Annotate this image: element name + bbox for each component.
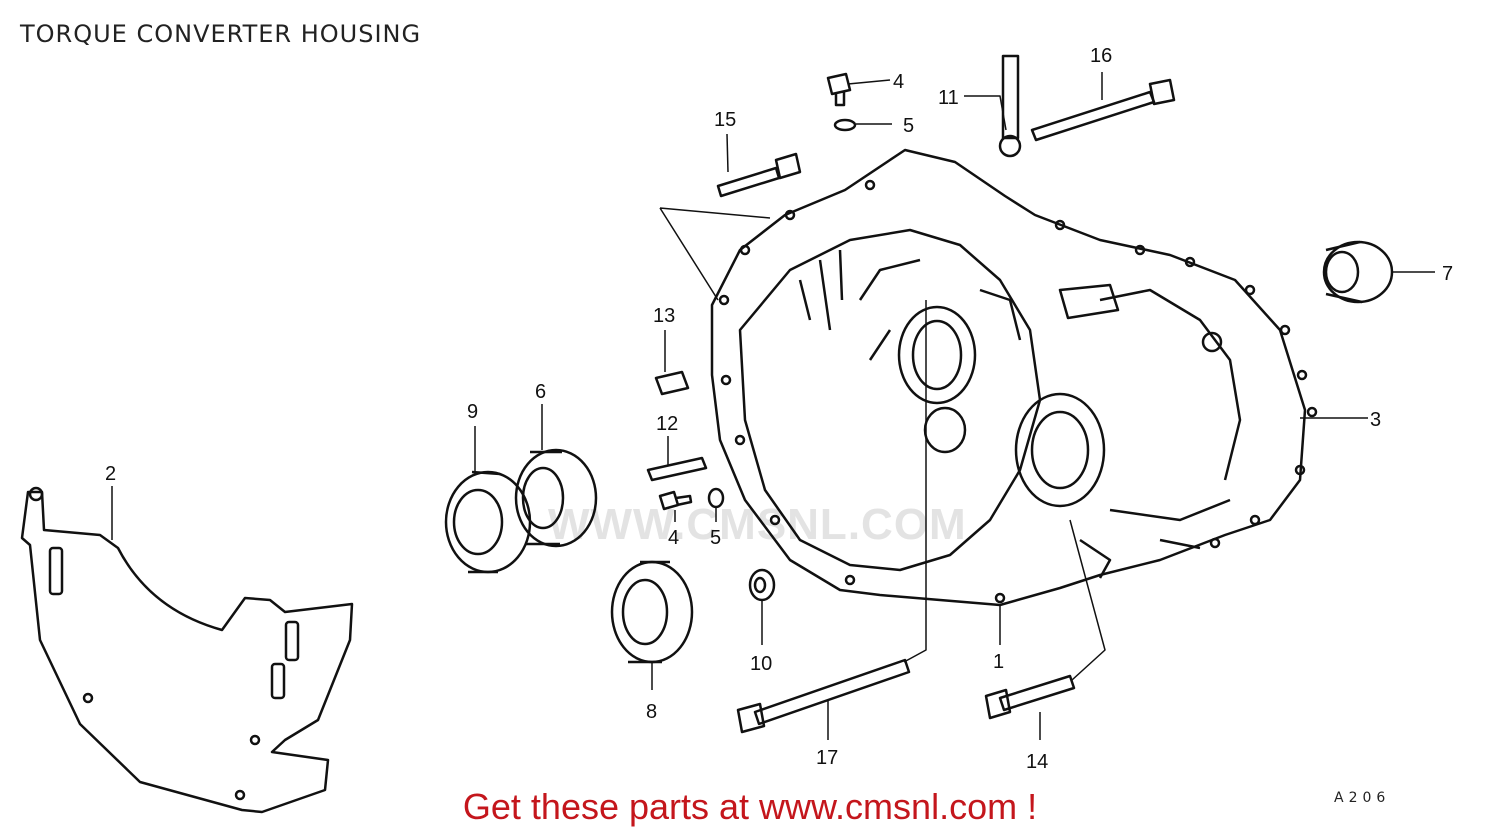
callout-10: 10: [750, 653, 772, 675]
part-10-washer: [748, 568, 776, 602]
part-9-oil-seal: [444, 470, 532, 574]
part-16-bolt: [1030, 78, 1176, 142]
promo-link-text[interactable]: Get these parts at www.cmsnl.com !: [462, 786, 1038, 827]
part-14-bolt: [984, 674, 1076, 720]
callout-17: 17: [816, 747, 838, 769]
callout-2: 2: [105, 463, 116, 485]
callout-14: 14: [1026, 751, 1048, 773]
callout-4-top: 4: [893, 71, 904, 93]
callout-16: 16: [1090, 45, 1112, 67]
callout-8: 8: [646, 701, 657, 723]
part-5-washer-lower: [707, 487, 725, 509]
diagram-code: A206: [1334, 790, 1391, 806]
callout-5-top: 5: [903, 115, 914, 137]
part-17-bolt: [736, 658, 911, 734]
watermark-text: WWW.CMSNL.COM: [548, 500, 967, 549]
callout-3: 3: [1370, 409, 1381, 431]
part-13-dowel: [654, 370, 690, 396]
part-15-bolt: [716, 152, 802, 198]
part-4-bolt-lower: [658, 490, 693, 511]
part-12-dowel: [646, 456, 708, 482]
diagram-title: TORQUE CONVERTER HOUSING: [20, 20, 422, 48]
part-6-bearing: [514, 448, 598, 548]
callout-12: 12: [656, 413, 678, 435]
part-11-stud: [998, 54, 1022, 158]
part-7-bearing: [1322, 240, 1394, 304]
part-3-housing: [710, 148, 1318, 607]
part-4-bolt-top: [826, 72, 852, 107]
callout-13: 13: [653, 305, 675, 327]
callout-9: 9: [467, 401, 478, 423]
callout-5-lower: 5: [710, 527, 721, 549]
callout-7: 7: [1442, 263, 1453, 285]
callout-1: 1: [993, 651, 1004, 673]
part-5-washer-top: [833, 118, 857, 132]
callout-15: 15: [714, 109, 736, 131]
part-2-cover-plate: [20, 486, 354, 814]
part-8-oil-seal: [610, 560, 694, 664]
callout-4-lower: 4: [668, 527, 679, 549]
callout-6: 6: [535, 381, 546, 403]
callout-11: 11: [938, 87, 959, 109]
